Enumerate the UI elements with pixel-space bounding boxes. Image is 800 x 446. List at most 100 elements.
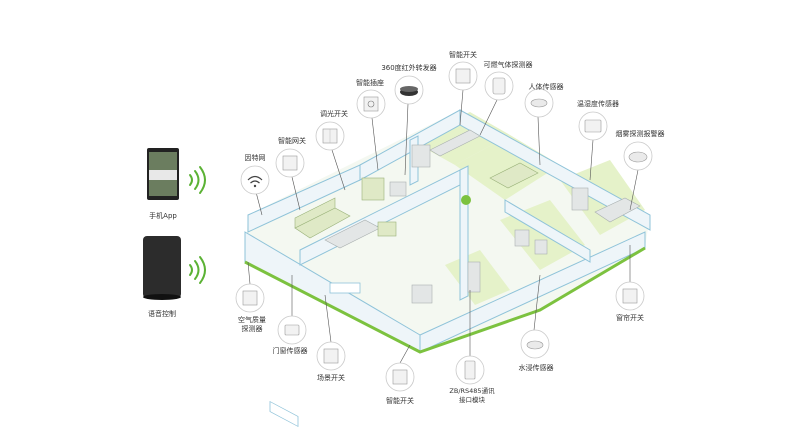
shoe-cabinet [411,284,433,304]
phone-app: 手机App [147,148,206,220]
device-label: 智能开关 [386,396,414,405]
tv-cabinet [361,177,385,201]
gas-detector-icon [492,77,506,95]
leader-line [459,89,464,126]
device-door-sensor: 门窗传感器 [273,275,308,355]
leader-line [479,99,498,136]
device-label: 水浸传感器 [519,363,554,372]
water-sensor-icon [526,340,544,350]
tv [389,181,407,197]
device-label: 可燃气体探测器 [484,60,533,69]
leader-line [589,139,594,181]
device-label: 探测器 [242,324,263,333]
window-1 [269,400,299,428]
device-label: 360度红外转发器 [381,63,436,72]
device-label: 人体传感器 [529,82,564,91]
washing-machine [514,229,530,247]
switch-icon [392,369,408,385]
thermometer-icon [584,119,602,133]
air-quality-icon [242,290,258,306]
device-label: 空气质量 [238,315,266,324]
device-water-sensor: 水浸传感器 [519,274,554,372]
wifi-wave-icon [199,166,206,194]
device-scene-switch: 场景开关 [316,294,346,382]
door-sensor-icon [284,324,300,336]
gateway-icon [282,155,298,171]
device-label: ZB/RS485通讯 [449,386,495,395]
window-2 [329,282,361,294]
leader-line [629,169,639,211]
leader-line [331,149,346,191]
shower [571,187,589,211]
leader-line [255,191,263,216]
leader-line [371,117,379,171]
armchair [377,221,397,237]
switch-icon [323,348,339,364]
device-label: 因特网 [245,153,266,162]
wifi-wave-icon [199,256,206,284]
device-label: 烟雾探测报警器 [616,129,665,138]
switch-icon [455,68,471,84]
sofa-back [294,197,336,229]
leader-line [324,294,332,343]
leader-line [291,176,301,211]
wifi-wave-icon [189,174,193,186]
module-icon [464,360,476,380]
device-dimmer-switch: 调光开关 [315,109,348,191]
wifi-icon [247,175,263,184]
plant [461,195,471,205]
device-zigbee-module: ZB/RS485通讯 接口模块 [449,290,495,404]
smart-speaker-icon [143,236,181,298]
right-back-wall [459,109,651,231]
leader-line [404,103,409,176]
device-label: 场景开关 [317,373,345,382]
device-gas-detector: 可燃气体探测器 [479,60,533,136]
fridge [411,144,431,168]
device-label: 接口模块 [459,395,486,404]
device-ir-transmitter: 360度红外转发器 [381,63,437,176]
device-label: 智能插座 [356,78,384,87]
switch-icon [622,288,638,304]
device-smart-switch-top: 智能开关 [448,50,478,126]
device-label: 智能开关 [449,50,477,59]
device-label: 温湿度传感器 [577,99,619,108]
device-human-sensor: 人体传感器 [524,82,564,166]
house-floorplan [244,109,651,428]
speaker-base [143,294,181,300]
house-outline [244,246,646,354]
bathtub [594,197,641,223]
door [467,261,481,293]
device-label: 调光开关 [320,109,348,118]
device-gateway: 智能网关 [275,136,306,211]
device-label: 智能网关 [278,136,306,145]
socket-icon-hole [367,100,375,108]
device-temp-humidity-sensor: 温湿度传感器 [577,99,619,181]
ir-transmitter-icon-top [400,86,418,92]
device-smart-switch-bottom: 智能开关 [385,344,415,405]
inner-wall-3 [504,199,591,263]
wifi-wave-icon [194,170,200,190]
device-smoke-detector: 烟雾探测报警器 [616,129,665,211]
voice-control: 语音控制 [143,236,206,318]
dining-table [489,162,539,189]
cabinet [534,239,548,255]
smoke-detector-icon [628,151,648,163]
leader-line [533,274,541,331]
human-sensor-icon [530,98,548,108]
leader-line [247,261,251,285]
device-curtain-switch: 窗帘开关 [615,245,645,322]
device-smart-socket: 智能插座 [356,78,386,171]
voice-control-label: 语音控制 [148,309,176,318]
device-label: 窗帘开关 [616,313,644,322]
wifi-icon-dot [253,184,257,188]
phone-app-label: 手机App [149,211,177,220]
inner-wall-2 [459,165,469,301]
wifi-wave-icon [194,260,200,280]
socket-icon [363,96,379,112]
wifi-wave-icon [189,264,193,276]
leader-line [537,116,541,166]
device-circle [240,165,270,195]
phone-screen-panel [149,170,177,180]
